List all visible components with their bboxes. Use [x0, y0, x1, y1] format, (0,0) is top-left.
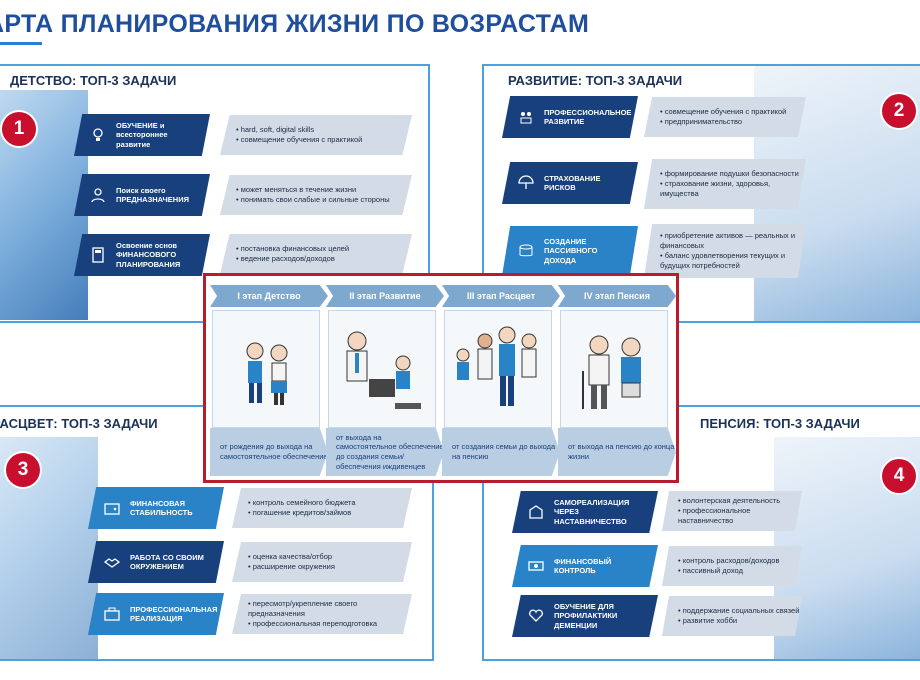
task-label: Поиск своего ПРЕДНАЗНАЧЕНИЯ: [116, 185, 190, 204]
panel-heading: ПЕНСИЯ: ТОП-3 ЗАДАЧИ: [700, 416, 860, 431]
task-financial-control: ФИНАНСОВЫЙ КОНТРОЛЬ: [512, 545, 658, 587]
desc-item: постановка финансовых целей: [236, 244, 412, 254]
desc-item: контроль расходов/доходов: [678, 556, 802, 566]
task-label: САМОРЕАЛИЗАЦИЯ ЧЕРЕЗ НАСТАВНИЧЕСТВО: [554, 497, 630, 526]
desc-item: оценка качества/отбор: [248, 552, 412, 562]
children-illustration: [212, 310, 320, 428]
task-mentoring: САМОРЕАЛИЗАЦИЯ ЧЕРЕЗ НАСТАВНИЧЕСТВО: [512, 491, 658, 533]
panel-heading: ДЕТСТВО: ТОП-3 ЗАДАЧИ: [10, 73, 177, 88]
task-desc: hard, soft, digital skills совмещение об…: [220, 115, 412, 155]
task-label: ПРОФЕССИОНАЛЬНОЕ РАЗВИТИЕ: [544, 107, 632, 126]
desc-item: расширение окружения: [248, 562, 412, 572]
number-badge: 4: [882, 459, 916, 493]
task-desc: контроль расходов/доходов пассивный дохо…: [662, 546, 802, 586]
task-label: ФИНАНСОВЫЙ КОНТРОЛЬ: [554, 556, 612, 575]
task-desc: контроль семейного бюджета погашение кре…: [232, 488, 412, 528]
mentor-icon: [526, 502, 546, 522]
desc-item: профессиональная переподготовка: [248, 619, 412, 629]
task-environment: РАБОТА СО СВОИМ ОКРУЖЕНИЕМ: [88, 541, 224, 583]
task-label: СОЗДАНИЕ ПАССИВНОГО ДОХОДА: [544, 236, 598, 265]
task-professional-realization: ПРОФЕССИОНАЛЬНАЯ РЕАЛИЗАЦИЯ: [88, 593, 224, 635]
task-insurance: СТРАХОВАНИЕ РИСКОВ: [502, 162, 638, 204]
panel-heading: РАСЦВЕТ: ТОП-3 ЗАДАЧИ: [0, 416, 158, 431]
task-dementia-prevention: ОБУЧЕНИЕ ДЛЯ ПРОФИЛАКТИКИ ДЕМЕНЦИИ: [512, 595, 658, 637]
title-underline: [0, 42, 42, 45]
desc-item: пересмотр/укрепление своего предназначен…: [248, 599, 412, 619]
task-label: ОБУЧЕНИЕ и всестороннее развитие: [116, 120, 168, 149]
desc-item: волонтерская деятельность: [678, 496, 802, 506]
desc-item: может меняться в течение жизни: [236, 185, 412, 195]
task-label: ОБУЧЕНИЕ ДЛЯ ПРОФИЛАКТИКИ ДЕМЕНЦИИ: [554, 601, 618, 630]
umbrella-icon: [516, 173, 536, 193]
desc-item: приобретение активов — реальных и финанс…: [660, 231, 806, 251]
desc-item: контроль семейного бюджета: [248, 498, 412, 508]
stage-title: IV этап Пенсия: [558, 285, 676, 307]
desc-item: профессиональное наставничество: [678, 506, 802, 526]
task-desc: приобретение активов — реальных и финанс…: [644, 224, 806, 278]
task-label: РАБОТА СО СВОИМ ОКРУЖЕНИЕМ: [130, 552, 204, 571]
stage-caption: от выхода на пенсию до конца жизни: [558, 428, 676, 476]
calculator-icon: [88, 245, 108, 265]
family-illustration: [444, 310, 552, 428]
desc-item: формирование подушки безопасности: [660, 169, 806, 179]
task-finance-basics: Освоение основ ФИНАНСОВОГО ПЛАНИРОВАНИЯ: [74, 234, 210, 276]
panel-heading: РАЗВИТИЕ: ТОП-3 ЗАДАЧИ: [508, 73, 683, 88]
task-desc: может меняться в течение жизни понимать …: [220, 175, 412, 215]
task-purpose: Поиск своего ПРЕДНАЗНАЧЕНИЯ: [74, 174, 210, 216]
desc-item: погашение кредитов/займов: [248, 508, 412, 518]
stage-caption: от выхода на самостоятельное обеспечение…: [326, 428, 444, 476]
student-illustration: [328, 310, 436, 428]
desc-item: поддержание социальных связей: [678, 606, 802, 616]
briefcase-icon: [102, 604, 122, 624]
task-label: Освоение основ ФИНАНСОВОГО ПЛАНИРОВАНИЯ: [116, 240, 181, 269]
number-badge: 1: [2, 112, 36, 146]
wallet-icon: [102, 498, 122, 518]
number-badge: 3: [6, 453, 40, 487]
desc-item: пассивный доход: [678, 566, 802, 576]
team-icon: [516, 107, 536, 127]
life-stages-frame: I этап Детство II этап Развитие III этап…: [203, 273, 679, 483]
desc-item: совмещение обучения с практикой: [236, 135, 412, 145]
stage-title: III этап Расцвет: [442, 285, 560, 307]
desc-item: hard, soft, digital skills: [236, 125, 412, 135]
stage-caption: от создания семьи до выхода на пенсию: [442, 428, 560, 476]
desc-item: ведение расходов/доходов: [236, 254, 412, 264]
desc-item: развитие хобби: [678, 616, 802, 626]
task-desc: совмещение обучения с практикой предприн…: [644, 97, 806, 137]
task-label: ПРОФЕССИОНАЛЬНАЯ РЕАЛИЗАЦИЯ: [130, 604, 218, 623]
task-passive-income: СОЗДАНИЕ ПАССИВНОГО ДОХОДА: [502, 226, 638, 276]
money-icon: [526, 556, 546, 576]
task-desc: пересмотр/укрепление своего предназначен…: [232, 594, 412, 634]
task-desc: поддержание социальных связей развитие х…: [662, 596, 802, 636]
stage-title: II этап Развитие: [326, 285, 444, 307]
task-professional-dev: ПРОФЕССИОНАЛЬНОЕ РАЗВИТИЕ: [502, 96, 638, 138]
elderly-illustration: [560, 310, 668, 428]
task-desc: оценка качества/отбор расширение окружен…: [232, 542, 412, 582]
number-badge: 2: [882, 94, 916, 128]
desc-item: совмещение обучения с практикой: [660, 107, 806, 117]
panel-childhood: ДЕТСТВО: ТОП-3 ЗАДАЧИ 1 ОБУЧЕНИЕ и всест…: [0, 64, 430, 323]
stage-title: I этап Детство: [210, 285, 328, 307]
task-desc: волонтерская деятельность профессиональн…: [662, 491, 802, 531]
page-title: АРТА ПЛАНИРОВАНИЯ ЖИЗНИ ПО ВОЗРАСТАМ: [0, 10, 590, 38]
task-desc: формирование подушки безопасности страхо…: [644, 159, 806, 209]
task-financial-stability: ФИНАНСОВАЯ СТАБИЛЬНОСТЬ: [88, 487, 224, 529]
desc-item: страхование жизни, здоровья, имущества: [660, 179, 806, 199]
task-education: ОБУЧЕНИЕ и всестороннее развитие: [74, 114, 210, 156]
coins-icon: [516, 241, 536, 261]
stage-caption: от рождения до выхода на самостоятельное…: [210, 428, 328, 476]
desc-item: понимать свои слабые и сильные стороны: [236, 195, 412, 205]
handshake-icon: [102, 552, 122, 572]
desc-item: предпринимательство: [660, 117, 806, 127]
person-icon: [88, 185, 108, 205]
task-label: ФИНАНСОВАЯ СТАБИЛЬНОСТЬ: [130, 498, 193, 517]
task-label: СТРАХОВАНИЕ РИСКОВ: [544, 173, 601, 192]
task-desc: постановка финансовых целей ведение расх…: [220, 234, 412, 274]
heart-hands-icon: [526, 606, 546, 626]
lightbulb-icon: [88, 125, 108, 145]
desc-item: баланс удовлетворения текущих и будущих …: [660, 251, 806, 271]
